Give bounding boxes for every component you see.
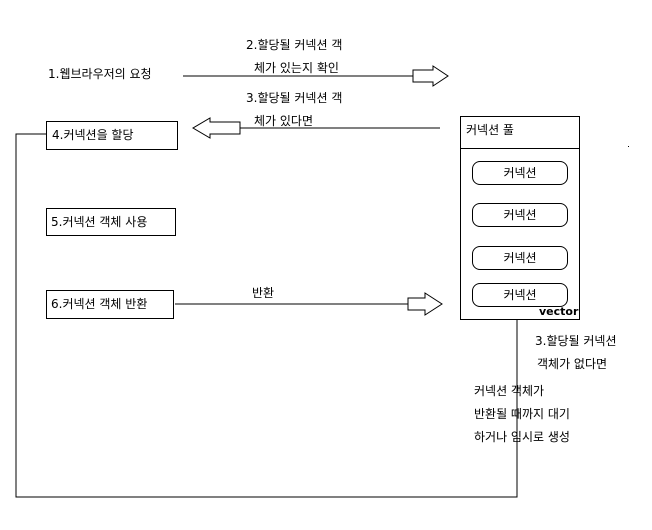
return-label: 6.커넥션 객체 반환 [51,297,148,311]
return-arrow-label: 반환 [252,286,275,300]
allocate-box: 4.커넥션을 할당 [46,121,178,150]
pool-header-divider [461,148,579,149]
connection-pool: 커넥션 풀 커넥션 커넥션 커넥션 커넥션 vector [460,116,580,320]
pool-connection: 커넥션 [472,283,568,307]
use-label: 5.커넥션 객체 사용 [51,215,148,229]
pool-connection: 커넥션 [472,161,568,185]
no-connection-loop-line [15,133,518,498]
allocate-arrow [192,117,440,139]
return-box: 6.커넥션 객체 반환 [46,290,174,319]
step-check-label-1: 2.할당될 커넥션 객 [246,38,343,52]
use-box: 5.커넥션 객체 사용 [46,208,176,236]
pool-title: 커넥션 풀 [466,123,514,137]
wait-label-1: 커넥션 객체가 [474,384,545,398]
step-none-label-2: 객체가 없다면 [537,357,608,371]
step-none-label-1: 3.할당될 커넥션 [535,334,617,348]
return-arrow [175,292,443,316]
wait-label-3: 하거나 임시로 생성 [474,430,570,444]
pool-connection: 커넥션 [472,246,568,270]
step-exists-label-2: 체가 있다면 [254,114,314,128]
step-exists-label-1: 3.할당될 커넥션 객 [246,91,343,105]
check-arrow [183,65,449,87]
pool-connection: 커넥션 [472,203,568,227]
step-request-label: 1.웹브라우저의 요청 [48,67,152,81]
allocate-label: 4.커넥션을 할당 [52,128,134,142]
wait-label-2: 반환될 때까지 대기 [474,407,570,421]
pool-footer: vector [539,305,579,318]
step-check-label-2: 체가 있는지 확인 [254,61,339,75]
stray-dot [628,146,629,147]
